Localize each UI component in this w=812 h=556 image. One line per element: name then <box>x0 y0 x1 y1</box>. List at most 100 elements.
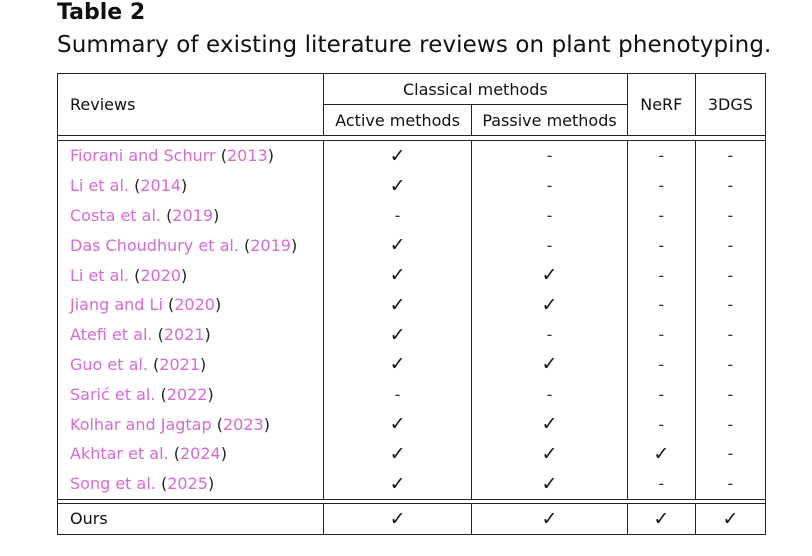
passive-methods-cell: ✓ <box>471 409 628 439</box>
nerf-cell: - <box>626 200 696 231</box>
citation-year[interactable]: 2024 <box>179 444 221 464</box>
citation-open-paren: ( <box>220 146 227 166</box>
nerf-cell: ✓ <box>626 502 696 535</box>
table-row-ours: Ours✓✓✓✓ <box>57 502 767 535</box>
citation-close-paren: ) <box>207 474 215 494</box>
citation-year[interactable]: 2013 <box>226 146 268 166</box>
citation-open-paren: ( <box>157 325 164 345</box>
citation-year[interactable]: 2019 <box>250 235 291 255</box>
header-active-methods: Active methods <box>322 104 473 136</box>
table-row: Guo et al. (2021)✓✓-- <box>57 349 767 380</box>
citation-authors[interactable]: Fiorani and Schurr <box>70 146 216 166</box>
passive-methods-cell: - <box>471 379 628 410</box>
citation-year[interactable]: 2021 <box>163 325 205 345</box>
citation-year[interactable]: 2019 <box>172 205 214 225</box>
review-citation[interactable]: Fiorani and Schurr (2013) <box>57 141 324 171</box>
citation-authors[interactable]: Kolhar and Jagtap <box>70 414 212 434</box>
citation-authors[interactable]: Li et al. <box>70 265 129 285</box>
3dgs-cell: - <box>694 468 767 500</box>
citation-open-paren: ( <box>168 295 175 315</box>
citation-open-paren: ( <box>166 205 173 225</box>
header-passive-methods: Passive methods <box>471 104 628 136</box>
passive-methods-cell: ✓ <box>471 502 628 535</box>
review-citation[interactable]: Jiang and Li (2020) <box>57 289 324 320</box>
table-row: Sarić et al. (2022)---- <box>57 379 767 410</box>
review-citation[interactable]: Costa et al. (2019) <box>57 200 324 231</box>
citation-authors[interactable]: Akhtar et al. <box>70 444 169 464</box>
nerf-cell: - <box>626 230 696 261</box>
review-citation[interactable]: Guo et al. (2021) <box>57 349 324 380</box>
active-methods-cell: ✓ <box>322 319 473 350</box>
3dgs-cell: - <box>694 319 767 350</box>
citation-open-paren: ( <box>134 176 141 196</box>
review-citation[interactable]: Song et al. (2025) <box>57 468 324 500</box>
citation-close-paren: ) <box>263 414 270 434</box>
3dgs-cell: - <box>694 170 767 201</box>
review-citation[interactable]: Li et al. (2014) <box>57 170 324 201</box>
ours-label: Ours <box>57 502 324 535</box>
active-methods-cell: ✓ <box>322 170 473 201</box>
active-methods-cell: ✓ <box>322 289 473 320</box>
active-methods-cell: ✓ <box>322 468 473 500</box>
3dgs-cell: - <box>694 230 767 261</box>
table-row: Song et al. (2025)✓✓-- <box>57 468 767 500</box>
nerf-cell: - <box>626 319 696 350</box>
citation-authors[interactable]: Sarić et al. <box>70 384 156 404</box>
citation-authors[interactable]: Li et al. <box>70 176 129 196</box>
citation-authors[interactable]: Das Choudhury et al. <box>70 235 239 255</box>
citation-open-paren: ( <box>173 444 180 464</box>
citation-year[interactable]: 2025 <box>167 474 208 494</box>
passive-methods-cell: ✓ <box>471 289 628 320</box>
active-methods-cell: ✓ <box>322 438 473 469</box>
citation-open-paren: ( <box>244 235 251 255</box>
review-citation[interactable]: Sarić et al. (2022) <box>57 379 324 410</box>
citation-year[interactable]: 2023 <box>222 414 264 434</box>
passive-methods-cell: - <box>471 200 628 231</box>
citation-authors[interactable]: Costa et al. <box>70 205 161 225</box>
citation-year[interactable]: 2014 <box>140 176 182 196</box>
active-methods-cell: - <box>322 200 473 231</box>
active-methods-cell: ✓ <box>322 349 473 380</box>
active-methods-cell: ✓ <box>322 409 473 439</box>
passive-methods-cell: ✓ <box>471 260 628 290</box>
citation-open-paren: ( <box>160 474 168 494</box>
citation-close-paren: ) <box>214 295 222 315</box>
citation-year[interactable]: 2021 <box>159 354 201 374</box>
review-citation[interactable]: Kolhar and Jagtap (2023) <box>57 409 324 439</box>
nerf-cell: - <box>626 468 696 500</box>
citation-year[interactable]: 2020 <box>140 265 182 285</box>
citation-close-paren: ) <box>200 354 207 374</box>
passive-methods-cell: - <box>471 141 628 171</box>
passive-methods-cell: - <box>471 170 628 201</box>
review-citation[interactable]: Li et al. (2020) <box>57 260 324 290</box>
header-classical-methods: Classical methods <box>322 73 628 105</box>
citation-close-paren: ) <box>290 235 298 255</box>
passive-methods-cell: ✓ <box>471 468 628 500</box>
table-label: Table 2 <box>57 0 146 25</box>
review-citation[interactable]: Akhtar et al. (2024) <box>57 438 324 469</box>
citation-close-paren: ) <box>204 325 211 345</box>
review-citation[interactable]: Das Choudhury et al. (2019) <box>57 230 324 261</box>
table-row: Li et al. (2020)✓✓-- <box>57 260 767 290</box>
active-methods-cell: ✓ <box>322 260 473 290</box>
nerf-cell: - <box>626 141 696 171</box>
table-row: Costa et al. (2019)---- <box>57 200 767 231</box>
citation-year[interactable]: 2022 <box>166 384 208 404</box>
passive-methods-cell: ✓ <box>471 349 628 380</box>
citation-authors[interactable]: Jiang and Li <box>70 295 163 315</box>
citation-close-paren: ) <box>181 176 188 196</box>
active-methods-cell: ✓ <box>322 502 473 535</box>
citation-authors[interactable]: Song et al. <box>70 474 156 494</box>
citation-authors[interactable]: Atefi et al. <box>70 325 153 345</box>
review-citation[interactable]: Atefi et al. (2021) <box>57 319 324 350</box>
citation-close-paren: ) <box>220 444 227 464</box>
citation-close-paren: ) <box>207 384 214 404</box>
nerf-cell: - <box>626 349 696 380</box>
citation-open-paren: ( <box>134 265 141 285</box>
table-row: Akhtar et al. (2024)✓✓✓- <box>57 438 767 469</box>
citation-authors[interactable]: Guo et al. <box>70 354 148 374</box>
nerf-cell: - <box>626 289 696 320</box>
passive-methods-cell: - <box>471 319 628 350</box>
citation-year[interactable]: 2020 <box>174 295 215 315</box>
citation-open-paren: ( <box>216 414 223 434</box>
